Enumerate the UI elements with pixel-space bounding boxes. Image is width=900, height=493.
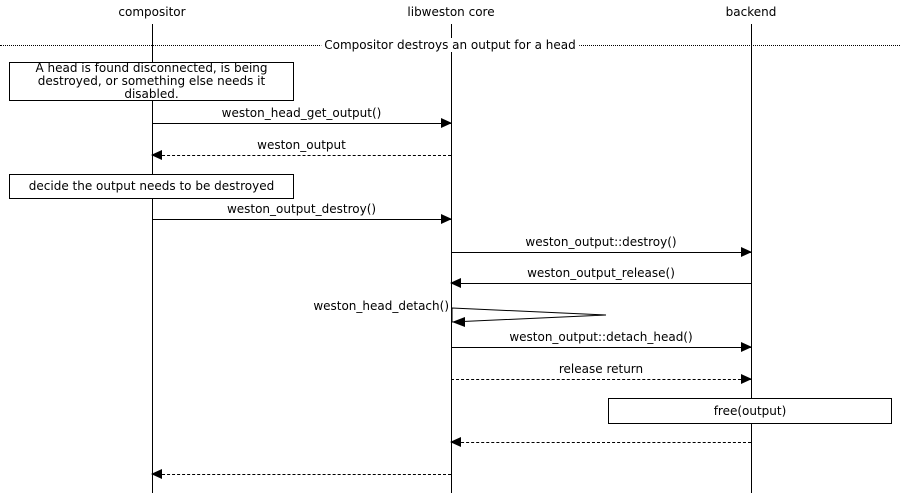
lifeline-compositor [152,24,153,493]
arrowhead-right-icon [741,247,752,257]
arrowhead-right-icon [441,118,452,128]
message-line [451,442,751,443]
message-label: weston_output::detach_head() [506,330,696,344]
lifeline-backend [751,24,752,493]
arrowhead-right-icon [741,342,752,352]
note-free-output-text: free(output) [713,403,787,418]
message-label: release return [555,362,647,376]
message-label: weston_output_release() [524,266,678,280]
lifeline-libweston-core [451,24,452,493]
diagram-title: Compositor destroys an output for a head [321,38,579,52]
participant-label-libweston-core: libweston core [407,5,495,19]
arrowhead-left-icon [151,150,162,160]
message-label: weston_head_get_output() [218,106,385,120]
note-free-output: free(output) [608,398,892,424]
message-label: weston_head_detach() [313,299,449,313]
message-line [451,347,751,348]
message-line [152,155,451,156]
message-line [152,219,451,220]
message-label: weston_output::destroy() [522,235,680,249]
participant-label-compositor: compositor [118,5,186,19]
note-decide-destroy-text: decide the output needs to be destroyed [28,179,275,193]
participant-label-backend: backend [725,5,777,19]
self-loop-arrow-icon [451,307,607,327]
arrowhead-left-icon [450,278,461,288]
message-weston-head-detach: weston_head_detach() [313,299,611,327]
note-head-disconnected-text: A head is found disconnected, is being d… [35,61,268,101]
message-line [451,283,751,284]
arrowhead-left-icon [151,469,162,479]
note-head-disconnected: A head is found disconnected, is being d… [9,62,294,101]
note-decide-destroy: decide the output needs to be destroyed [9,174,294,199]
arrowhead-right-icon [741,374,752,384]
message-line [152,123,451,124]
message-line [451,252,751,253]
arrowhead-right-icon [441,214,452,224]
arrowhead-left-icon [450,437,461,447]
message-label: weston_output_destroy() [223,202,380,216]
message-label: weston_output [254,138,349,152]
message-line [152,474,451,475]
message-line [451,379,751,380]
